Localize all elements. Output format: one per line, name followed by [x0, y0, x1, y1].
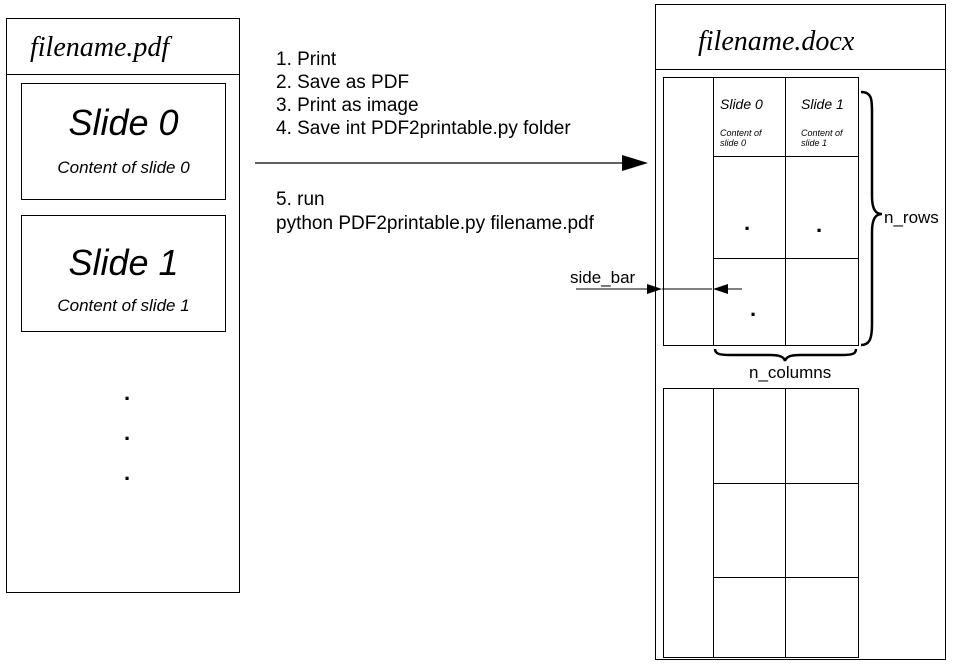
docx-page-2-grid: [663, 388, 859, 658]
n-rows-label: n_rows: [884, 208, 939, 227]
pdf-slide-0-content: Content of slide 0: [57, 158, 190, 177]
docx-cell-0-content: Content of slide 0: [720, 128, 762, 149]
pdf-document: [6, 18, 240, 593]
step-1: 1. Print: [276, 49, 337, 70]
pdf-title-divider: [6, 74, 240, 75]
step-2: 2. Save as PDF: [276, 72, 410, 93]
docx-cell-1-title: Slide 1: [801, 96, 844, 112]
pdf-ellipsis-dot: .: [124, 420, 131, 445]
n-columns-label: n_columns: [749, 363, 832, 382]
pdf-ellipsis-dot: .: [124, 380, 131, 405]
docx-title: filename.docx: [698, 26, 855, 57]
step-5-command: python PDF2printable.py filename.pdf: [276, 213, 594, 234]
docx-grid-dot: .: [744, 210, 751, 235]
docx-cell-0-title: Slide 0: [720, 96, 763, 112]
step-5: 5. run: [276, 189, 325, 210]
side-bar-label: side_bar: [570, 268, 636, 287]
docx-column-divider: [785, 388, 786, 658]
docx-grid-dot: .: [750, 296, 757, 321]
docx-row-divider: [713, 483, 859, 484]
pdf-title: filename.pdf: [30, 32, 170, 63]
docx-page-1-grid: [663, 77, 859, 346]
docx-side-bar-divider: [713, 388, 714, 658]
step-3: 3. Print as image: [276, 95, 419, 116]
pdf-slide-1-title: Slide 1: [68, 242, 179, 283]
pdf-ellipsis-dot: .: [124, 460, 131, 485]
pdf-slide-1-content: Content of slide 1: [57, 296, 190, 315]
docx-row-divider: [713, 577, 859, 578]
docx-column-divider: [785, 77, 786, 346]
docx-row-divider: [713, 258, 859, 259]
side-bar-arrow: [576, 284, 742, 294]
docx-document: [655, 4, 946, 660]
n-rows-brace: [860, 90, 883, 347]
docx-row-divider: [713, 156, 859, 157]
n-columns-brace: [713, 348, 858, 362]
conversion-arrow: [255, 155, 648, 171]
docx-side-bar-divider: [713, 77, 714, 346]
pdf-slide-1: Slide 1 Content of slide 1: [21, 215, 226, 332]
pdf-slide-0-title: Slide 0: [68, 102, 179, 143]
docx-grid-dot: .: [816, 212, 823, 237]
docx-title-divider: [655, 69, 946, 70]
step-4: 4. Save int PDF2printable.py folder: [276, 118, 571, 139]
docx-cell-1-content: Content of slide 1: [801, 128, 843, 149]
pdf-slide-0: Slide 0 Content of slide 0: [21, 83, 226, 200]
